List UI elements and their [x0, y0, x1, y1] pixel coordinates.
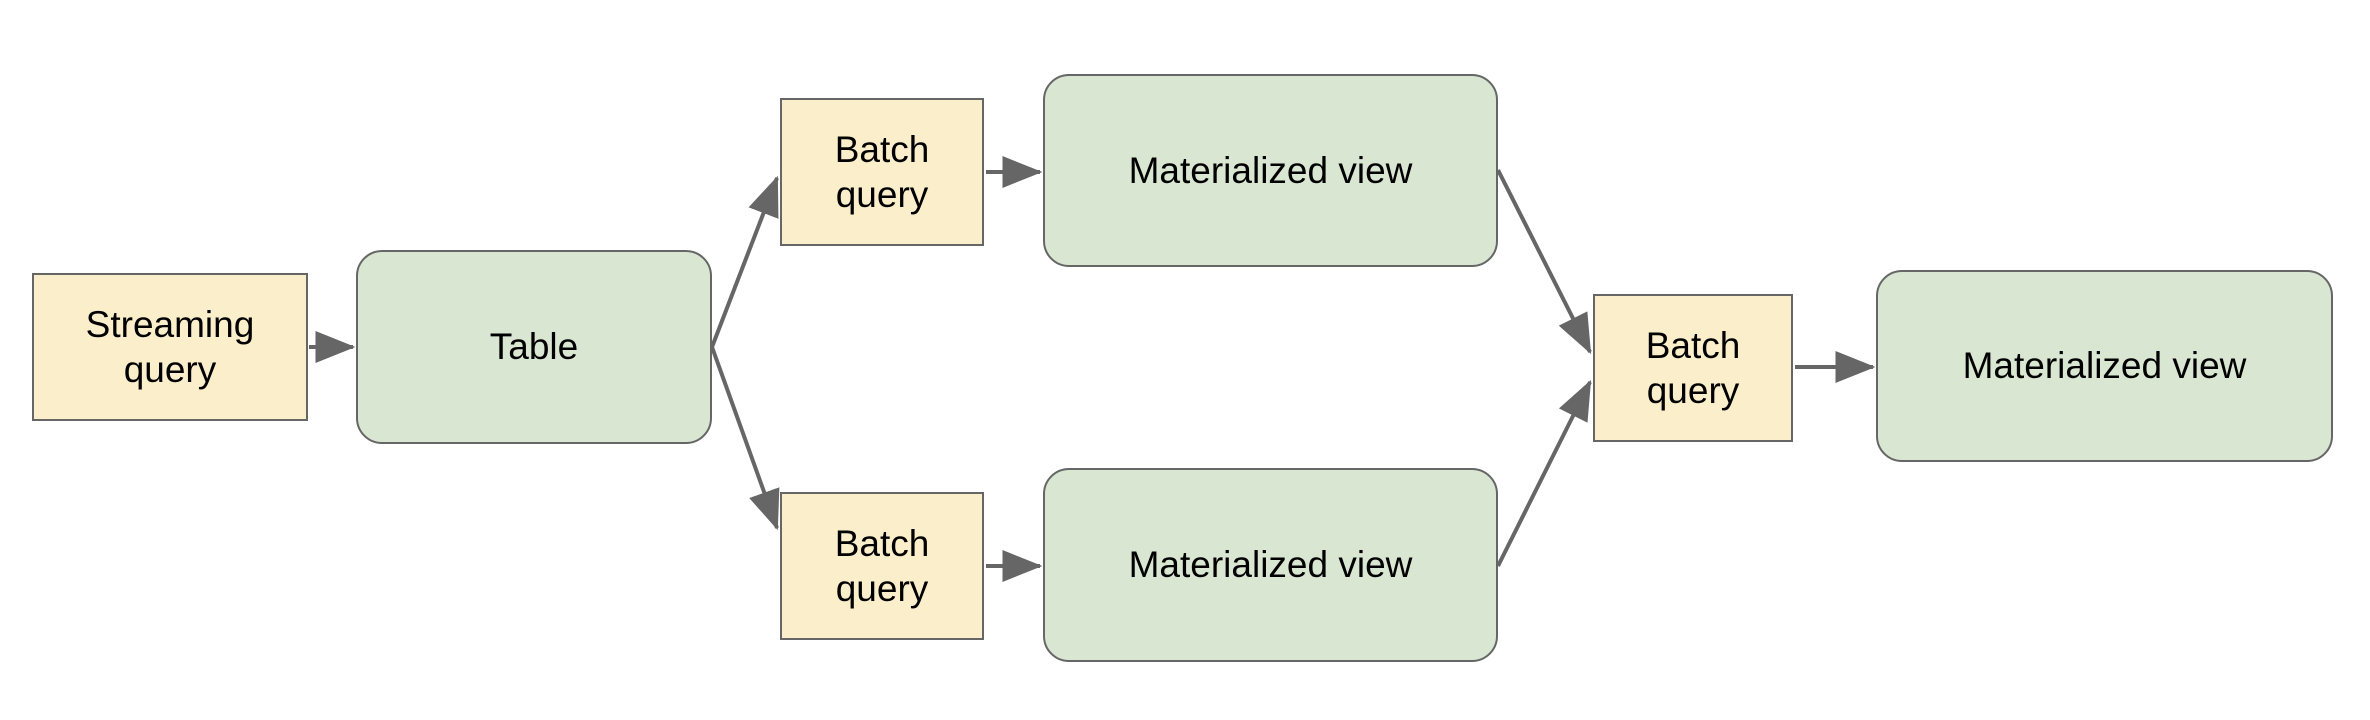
node-batch-query-bottom-label: Batch query [834, 522, 930, 609]
node-materialized-view-bottom-label: Materialized view [1128, 544, 1413, 586]
node-table-label: Table [489, 326, 579, 368]
node-materialized-view-top-label: Materialized view [1128, 149, 1413, 191]
node-batch-query-top-label: Batch query [834, 128, 930, 215]
edge-table-to-batch-bottom [710, 346, 780, 531]
edge-mv-bottom-to-batch-merge [1496, 379, 1592, 567]
node-batch-query-top[interactable]: Batch query [780, 98, 984, 246]
node-materialized-view-final-label: Materialized view [1962, 345, 2247, 387]
node-materialized-view-top[interactable]: Materialized view [1043, 74, 1498, 267]
node-batch-query-merge-label: Batch query [1645, 324, 1741, 411]
node-batch-query-bottom[interactable]: Batch query [780, 492, 984, 640]
node-streaming-query[interactable]: Streaming query [32, 273, 308, 421]
node-materialized-view-final[interactable]: Materialized view [1876, 270, 2333, 462]
node-streaming-query-label: Streaming query [85, 303, 255, 390]
edge-table-to-batch-top [710, 175, 779, 348]
node-batch-query-merge[interactable]: Batch query [1593, 294, 1793, 442]
node-table[interactable]: Table [356, 250, 712, 444]
edge-mv-top-to-batch-merge [1496, 169, 1592, 355]
node-materialized-view-bottom[interactable]: Materialized view [1043, 468, 1498, 662]
